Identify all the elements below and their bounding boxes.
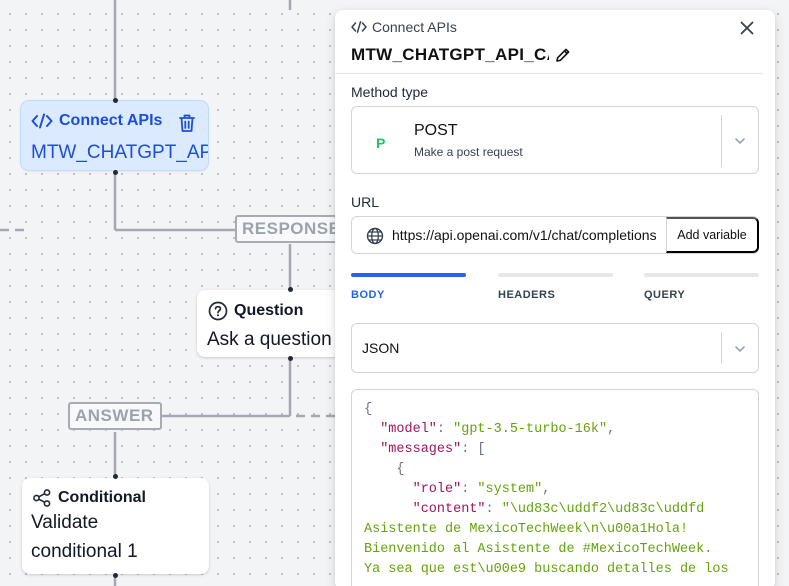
node-header: Question <box>208 301 303 321</box>
trash-icon[interactable] <box>178 113 196 133</box>
tab-query[interactable]: QUERY <box>644 273 759 301</box>
tab-label: QUERY <box>644 289 686 301</box>
code-token: { <box>364 402 373 417</box>
select-separator <box>721 115 722 167</box>
code-token: [ <box>477 442 486 457</box>
answer-edge-tag: ANSWER <box>68 402 162 430</box>
close-icon[interactable] <box>737 18 757 38</box>
body-format-value: JSON <box>362 340 400 356</box>
question-node[interactable]: Question Ask a question <box>197 290 342 357</box>
json-key: "messages" <box>380 442 462 457</box>
json-key: "role" <box>412 482 462 497</box>
divider <box>335 73 763 74</box>
node-handle-in[interactable] <box>288 287 293 292</box>
node-body: MTW_CHATGPT_API_CALL <box>31 142 208 163</box>
tab-indicator <box>351 273 466 277</box>
node-body: Validate conditional 1 <box>31 508 138 566</box>
node-handle-out[interactable] <box>288 356 293 361</box>
node-handle-in[interactable] <box>113 474 118 479</box>
json-key: "model" <box>380 422 437 437</box>
code-line: Bienvenido al Asistente de #MexicoTechWe… <box>364 542 713 557</box>
tab-indicator <box>644 273 759 277</box>
node-body: Ask a question <box>207 329 332 350</box>
code-line: { <box>364 400 758 420</box>
panel-header-label: Connect APIs <box>372 19 457 35</box>
code-line: "role": "system", <box>412 482 551 497</box>
json-string: "\ud83c\uddf2\ud83c\uddfd <box>501 502 705 517</box>
node-name-text[interactable]: MTW_CHATGPT_API_CALL <box>351 45 549 64</box>
code-line: Asistente de MexicoTechWeek\n\u00a1Hola! <box>364 522 689 537</box>
node-handle-out[interactable] <box>113 573 118 578</box>
node-label: Connect APIs <box>59 112 163 129</box>
code-token: { <box>396 462 405 477</box>
url-input[interactable] <box>392 225 656 245</box>
json-string: "gpt-3.5-turbo-16k" <box>453 422 608 437</box>
node-header: Connect APIs <box>31 112 162 130</box>
connect-apis-node[interactable]: Connect APIs MTW_CHATGPT_API_CALL <box>21 101 208 170</box>
tab-label: BODY <box>351 289 385 301</box>
response-edge-tag: RESPONSE <box>235 215 338 243</box>
code-icon <box>31 113 53 129</box>
method-select[interactable]: P POST Make a post request <box>351 106 759 174</box>
pencil-icon[interactable] <box>555 47 571 63</box>
select-separator <box>721 332 722 364</box>
node-handle-out[interactable] <box>113 170 118 175</box>
method-name: POST <box>414 122 458 139</box>
code-icon <box>351 21 367 33</box>
tab-label: HEADERS <box>498 289 556 301</box>
code-line: "content": "\ud83c\uddf2\ud83c\uddfd <box>412 502 705 517</box>
chevron-down-icon[interactable] <box>733 134 747 148</box>
json-string: "system" <box>477 482 543 497</box>
url-label: URL <box>351 194 380 210</box>
code-line: { <box>364 460 758 480</box>
post-method-icon: P <box>376 135 386 151</box>
method-type-label: Method type <box>351 84 429 100</box>
question-circle-icon <box>208 301 228 321</box>
node-body-line: conditional 1 <box>31 541 138 562</box>
node-header: Conditional <box>32 488 146 508</box>
url-field: Add variable <box>351 216 759 254</box>
code-line: "model": "gpt-3.5-turbo-16k", <box>380 422 616 437</box>
globe-icon <box>366 227 384 245</box>
method-description: Make a post request <box>414 145 523 159</box>
code-line: Ya sea que est\u00e9 buscando detalles d… <box>364 562 729 577</box>
json-key: "content" <box>412 502 486 517</box>
node-label: Question <box>234 302 304 319</box>
add-variable-button[interactable]: Add variable <box>666 217 759 253</box>
node-settings-panel: Connect APIs MTW_CHATGPT_API_CALL Method… <box>335 10 775 586</box>
chevron-down-icon[interactable] <box>733 342 747 356</box>
tab-headers[interactable]: HEADERS <box>498 273 613 301</box>
node-body-line: Validate <box>31 512 99 533</box>
node-label: Conditional <box>58 489 146 506</box>
share-nodes-icon <box>32 488 52 508</box>
tab-indicator <box>498 273 613 277</box>
code-line: "messages": [ <box>380 442 486 457</box>
conditional-node[interactable]: Conditional Validate conditional 1 <box>22 478 209 574</box>
panel-title: MTW_CHATGPT_API_CALL <box>351 45 571 65</box>
json-body-editor[interactable]: { "model": "gpt-3.5-turbo-16k", "message… <box>351 389 759 586</box>
node-handle-in[interactable] <box>113 98 118 103</box>
tab-body[interactable]: BODY <box>351 273 466 301</box>
body-format-select[interactable]: JSON <box>351 323 759 373</box>
panel-header: Connect APIs <box>351 19 457 35</box>
